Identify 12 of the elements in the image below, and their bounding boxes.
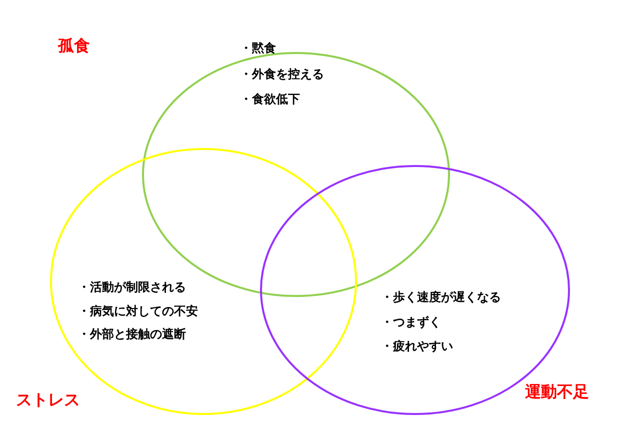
set-heading: 孤食	[58, 36, 90, 56]
list-item: ・歩く速度が遅くなる	[381, 289, 501, 305]
list-item: ・疲れやすい	[381, 338, 453, 354]
list-item: ・外部と接触の遮断	[78, 326, 186, 342]
list-item: ・病気に対しての不安	[78, 302, 198, 318]
list-item: ・黙食	[240, 40, 276, 56]
list-item: ・食欲低下	[240, 91, 300, 107]
set-heading: ストレス	[16, 390, 80, 410]
list-item: ・つまずく	[381, 314, 441, 330]
set-heading: 運動不足	[525, 382, 589, 402]
list-item: ・外食を控える	[240, 66, 324, 82]
list-item: ・活動が制限される	[78, 279, 186, 295]
